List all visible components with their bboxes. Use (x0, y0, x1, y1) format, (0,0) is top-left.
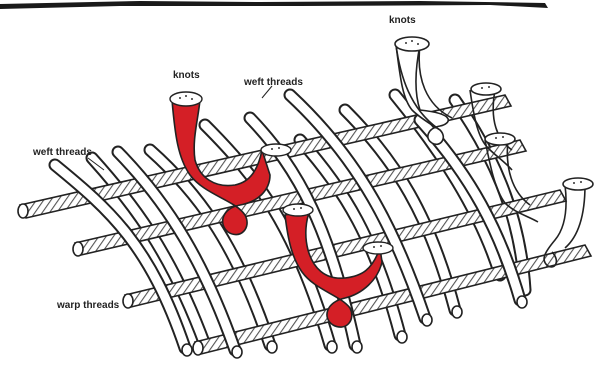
top-edge-artifact (0, 1, 548, 9)
label-knots-top: knots (389, 15, 416, 26)
label-weft-threads-left: weft threads (33, 147, 92, 158)
label-knots-left: knots (173, 70, 200, 81)
label-weft-threads-top: weft threads (244, 77, 303, 88)
label-warp-threads: warp threads (57, 300, 119, 311)
